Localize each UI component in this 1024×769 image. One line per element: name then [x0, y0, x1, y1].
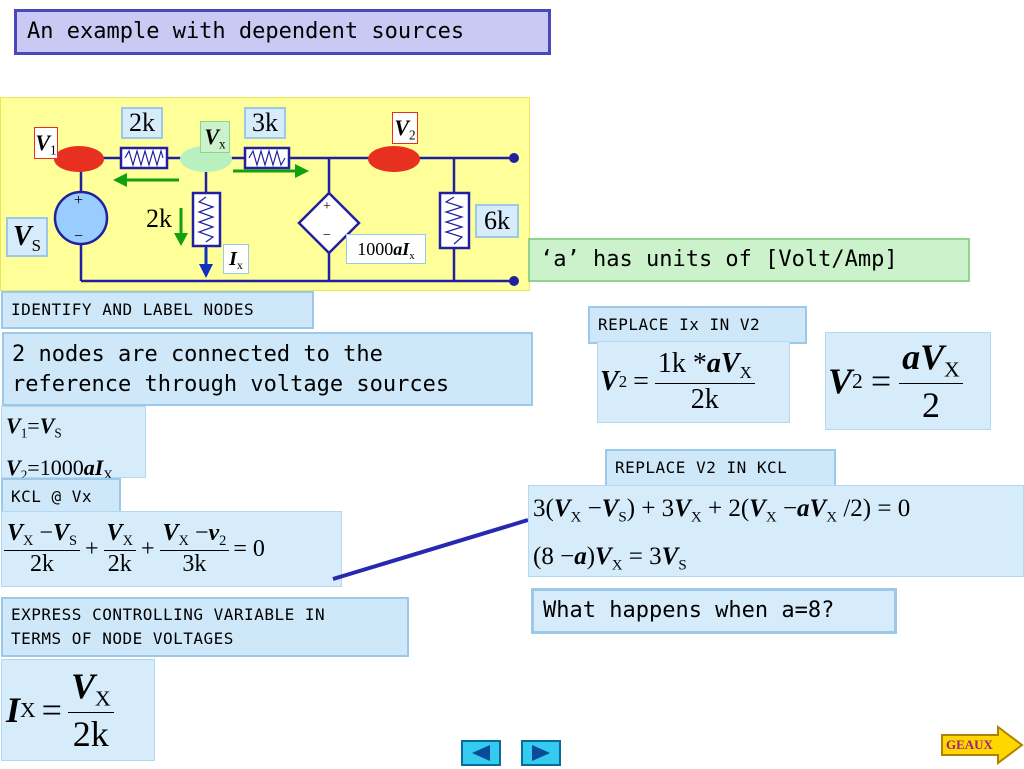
kcl-term-1: VX −VS 2k — [4, 520, 80, 578]
express-line-1: EXPRESS CONTROLLING VARIABLE IN — [11, 605, 326, 624]
equation-v1: V1=VS — [6, 413, 62, 441]
arrow-right-icon — [532, 745, 550, 761]
label-r-top-right: 3k — [244, 107, 286, 139]
equation-kcl-substituted: 3(VX −VS) + 3VX + 2(VX −aVX /2) = 0 (8 −… — [528, 485, 1024, 577]
kcl-substituted-line-2: (8 −a)VX = 3VS — [533, 543, 687, 574]
label-node-vx: Vx — [200, 121, 230, 153]
kcl-rhs: = 0 — [233, 535, 265, 562]
express-line-2: TERMS OF NODE VOLTAGES — [11, 629, 234, 648]
previous-slide-button[interactable] — [461, 740, 501, 766]
geaux-label: GEAUX — [946, 737, 993, 752]
kcl-term-3: VX −v2 3k — [159, 520, 230, 578]
next-slide-button[interactable] — [521, 740, 561, 766]
two-nodes-note: 2 nodes are connected to the reference t… — [2, 332, 533, 406]
resistor-right — [438, 191, 471, 250]
geaux-button[interactable]: GEAUX — [940, 725, 1024, 765]
label-dependent-source: 1000aIx — [346, 234, 426, 264]
arrow-right-icon — [941, 725, 1024, 765]
equation-v2: V2=1000aIX — [6, 454, 113, 483]
question-a-equals-8: What happens when a=8? — [531, 588, 897, 634]
resistor-top-right — [243, 146, 291, 170]
kcl-plus-1: + — [85, 535, 99, 562]
arrow-left-icon — [472, 745, 490, 761]
voltage-source-vs — [53, 190, 109, 246]
slide-title: An example with dependent sources — [14, 9, 551, 55]
two-nodes-line-2: reference through voltage sources — [12, 372, 450, 397]
kcl-plus-2: + — [140, 535, 155, 562]
kcl-equation: VX −VS 2k + VX 2k + VX −v2 3k = 0 — [1, 511, 342, 587]
label-express-controlling: EXPRESS CONTROLLING VARIABLE IN TERMS OF… — [1, 597, 409, 657]
circuit-diagram: + − + − 2k 3k 2k 6k V1 Vx V2 VS Ix 1000a… — [0, 97, 530, 291]
circuit-schematic — [53, 146, 519, 286]
source-plus-sign: + — [74, 192, 84, 209]
label-source-vs: VS — [6, 217, 48, 257]
label-node-v1: V1 — [34, 127, 58, 159]
label-replace-ix: REPLACE Ix IN V2 — [588, 306, 807, 344]
units-note: ‘a’ has units of [Volt/Amp] — [528, 238, 970, 282]
dep-minus-sign: − — [323, 228, 331, 243]
source-minus-sign: − — [74, 228, 84, 245]
connector-line — [332, 518, 529, 581]
node-v1-marker — [54, 146, 104, 172]
label-r-right: 6k — [475, 204, 519, 238]
node-v2-marker — [368, 146, 420, 172]
resistor-top-left — [119, 146, 169, 170]
label-r-middle: 2k — [146, 204, 172, 233]
label-current-ix: Ix — [223, 244, 249, 274]
label-node-v2: V2 — [392, 112, 418, 144]
kcl-term-2: VX 2k — [103, 520, 136, 578]
label-kcl-vx: KCL @ Vx — [1, 478, 121, 516]
dep-plus-sign: + — [323, 199, 331, 214]
label-replace-v2: REPLACE V2 IN KCL — [605, 449, 836, 487]
kcl-substituted-line-1: 3(VX −VS) + 3VX + 2(VX −aVX /2) = 0 — [533, 495, 911, 526]
label-identify-nodes: IDENTIFY AND LABEL NODES — [1, 291, 314, 329]
two-nodes-line-1: 2 nodes are connected to the — [12, 342, 383, 367]
label-r-top-left: 2k — [121, 107, 163, 139]
dependent-voltage-source — [297, 191, 361, 255]
resistor-middle — [191, 191, 222, 248]
node-voltage-equations: V1=VS V2=1000aIX — [1, 406, 146, 482]
